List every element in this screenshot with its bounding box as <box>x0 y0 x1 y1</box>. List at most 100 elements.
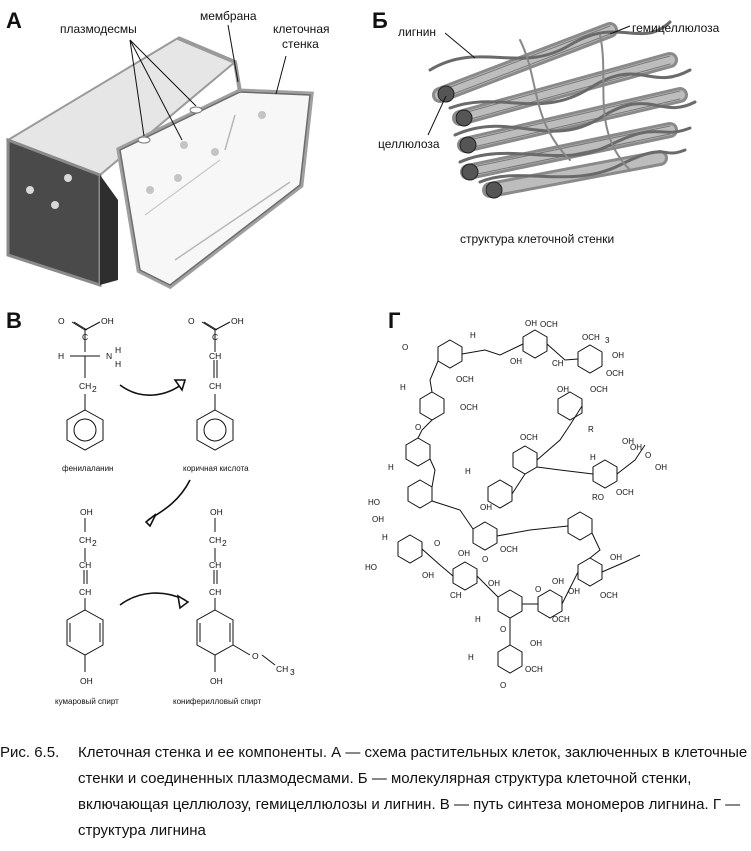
svg-text:OCH: OCH <box>582 333 600 342</box>
panel-d-lignin-structure: Г <box>360 300 751 720</box>
svg-text:H: H <box>400 383 406 392</box>
svg-text:OH: OH <box>80 507 93 517</box>
svg-text:OCH: OCH <box>525 665 543 674</box>
phenylalanine-label: фенилаланин <box>62 464 113 473</box>
svg-text:HO: HO <box>365 563 377 572</box>
svg-text:OCH: OCH <box>600 591 618 600</box>
pathway-arrows <box>119 379 191 610</box>
plant-cells-illustration: плазмодесмы мембрана клеточная стенка <box>5 9 329 290</box>
svg-text:OCH: OCH <box>460 403 478 412</box>
svg-text:OCH: OCH <box>552 615 570 624</box>
panel-c-lignin-monomer-synthesis: В <box>0 300 320 720</box>
cell-wall-label-line1: клеточная <box>273 22 329 36</box>
svg-text:O: O <box>188 316 195 326</box>
svg-text:H: H <box>470 331 476 340</box>
svg-text:CH: CH <box>450 591 462 600</box>
svg-text:O: O <box>500 625 506 634</box>
svg-text:OH: OH <box>458 549 470 558</box>
svg-text:O: O <box>482 555 488 564</box>
svg-text:O: O <box>500 681 506 690</box>
svg-text:OCH: OCH <box>606 369 624 378</box>
svg-text:2: 2 <box>92 538 97 548</box>
svg-text:OH: OH <box>480 503 492 512</box>
svg-text:OH: OH <box>655 463 667 472</box>
svg-text:H: H <box>58 351 64 361</box>
atom-labels: O OH C H N H H CH 2 O OH C CH CH OH CH 2… <box>58 316 295 686</box>
cellulose-fibrils-illustration: лигнин гемицеллюлоза целлюлоза структура… <box>378 20 720 246</box>
svg-text:OCH: OCH <box>520 433 538 442</box>
synthesis-pathway: O OH C H N H H CH 2 O OH C CH CH OH CH 2… <box>55 316 295 706</box>
svg-text:H: H <box>115 345 121 355</box>
svg-text:CH: CH <box>79 587 91 597</box>
svg-text:OH: OH <box>80 676 93 686</box>
svg-text:CH: CH <box>209 381 221 391</box>
svg-text:OH: OH <box>422 571 434 580</box>
panel-d-letter: Г <box>388 308 401 333</box>
lignin-rings <box>397 329 646 674</box>
svg-text:OH: OH <box>372 515 384 524</box>
svg-text:CH: CH <box>276 664 288 674</box>
lignin-polymer-structure: OH OH OCH 3 OH OCH OCH CH H H OCH O OCH … <box>365 319 667 690</box>
cinnamic-acid-label: коричная кислота <box>183 464 249 473</box>
cellulose-label: целлюлоза <box>378 137 440 151</box>
panel-a-letter: А <box>6 8 22 33</box>
svg-text:O: O <box>535 585 541 594</box>
svg-text:OH: OH <box>101 316 114 326</box>
panel-a-cell-wall-scheme: А плазмодесмы мембрана <box>0 0 365 295</box>
panel-b-letter: Б <box>372 8 388 33</box>
svg-text:R: R <box>588 425 594 434</box>
svg-text:OCH: OCH <box>590 385 608 394</box>
svg-text:CH: CH <box>79 381 91 391</box>
svg-text:H: H <box>475 615 481 624</box>
svg-text:OCH: OCH <box>456 375 474 384</box>
svg-text:C: C <box>82 332 88 342</box>
membrane-label: мембрана <box>200 9 257 23</box>
svg-text:CH: CH <box>79 535 91 545</box>
svg-text:H: H <box>465 467 471 476</box>
svg-text:H: H <box>388 463 394 472</box>
coumaryl-alcohol-label: кумаровый спирт <box>55 697 119 706</box>
panel-c-letter: В <box>6 308 22 333</box>
svg-text:O: O <box>402 343 408 352</box>
panel-b-cell-wall-structure: Б <box>370 0 751 295</box>
figure-caption-text: Клеточная стенка и ее компоненты. А — сх… <box>78 744 748 839</box>
svg-text:OCH: OCH <box>616 488 634 497</box>
svg-text:OH: OH <box>622 437 634 446</box>
lignin-label: лигнин <box>398 25 436 39</box>
fibril-bundles <box>428 20 697 198</box>
cell-wall-label-line2: стенка <box>282 37 319 51</box>
svg-text:OH: OH <box>231 316 244 326</box>
svg-text:OH: OH <box>557 385 569 394</box>
svg-text:OH: OH <box>630 443 642 452</box>
svg-text:OH: OH <box>610 553 622 562</box>
cellulose-fibril-ends <box>437 85 503 199</box>
svg-text:CH: CH <box>209 351 221 361</box>
svg-text:CH: CH <box>79 560 91 570</box>
svg-text:HO: HO <box>368 498 380 507</box>
svg-text:OH: OH <box>510 357 522 366</box>
lignin-group-labels: OH OH OCH 3 OH OCH OCH CH H H OCH O OCH … <box>365 319 667 690</box>
svg-text:C: C <box>212 332 218 342</box>
svg-text:O: O <box>252 651 259 661</box>
svg-text:OH: OH <box>488 579 500 588</box>
svg-text:CH: CH <box>552 359 564 368</box>
svg-text:CH: CH <box>209 560 221 570</box>
svg-text:3: 3 <box>290 667 295 677</box>
svg-text:OH: OH <box>552 577 564 586</box>
svg-text:OH: OH <box>568 587 580 596</box>
svg-text:3: 3 <box>605 336 610 345</box>
svg-text:OCH: OCH <box>500 545 518 554</box>
cell-wall-structure-label: структура клеточной стенки <box>460 232 614 246</box>
plasmodesmata-label: плазмодесмы <box>60 22 137 36</box>
hemicellulose-label: гемицеллюлоза <box>632 21 720 35</box>
svg-text:O: O <box>415 423 421 432</box>
svg-text:N: N <box>106 351 112 361</box>
svg-text:H: H <box>468 653 474 662</box>
svg-text:CH: CH <box>209 535 221 545</box>
svg-text:O: O <box>58 316 65 326</box>
svg-text:OH: OH <box>525 319 537 328</box>
svg-text:2: 2 <box>92 384 97 394</box>
svg-text:OH: OH <box>210 507 223 517</box>
svg-text:OH: OH <box>530 639 542 648</box>
coniferyl-alcohol-label: кониферилловый спирт <box>173 697 262 706</box>
